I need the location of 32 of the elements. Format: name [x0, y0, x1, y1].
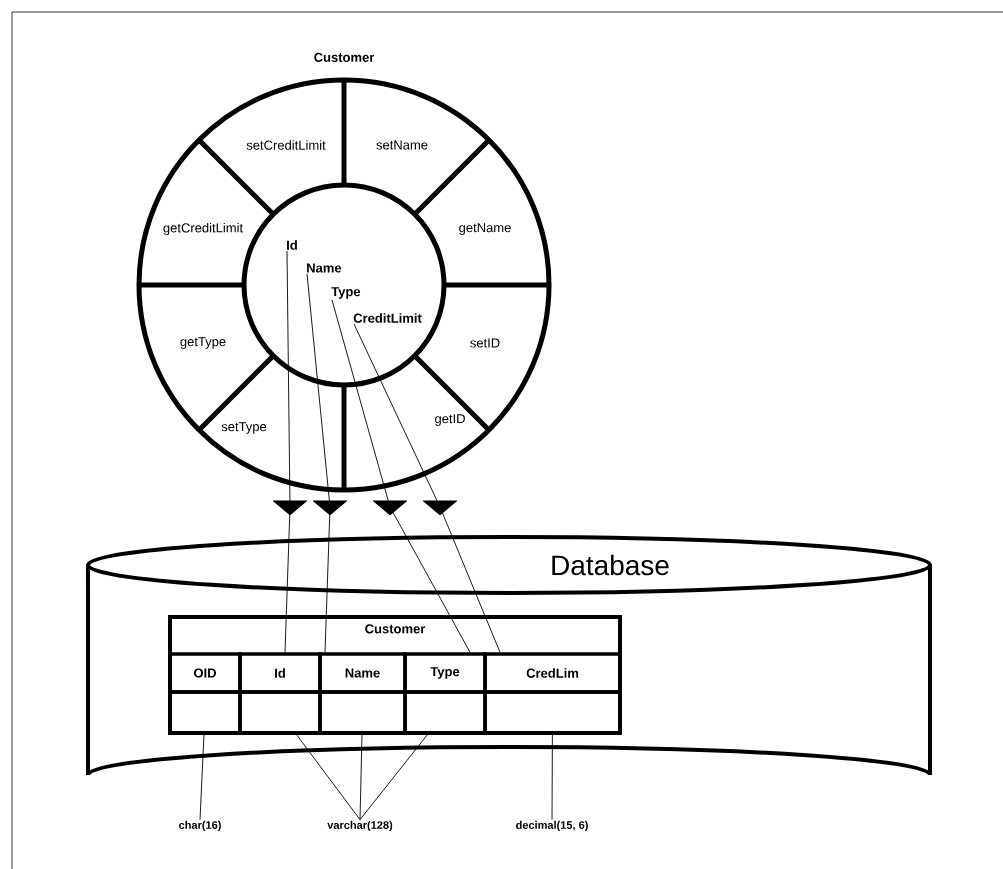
table-cell: Id: [238, 652, 322, 694]
method-label: setID: [470, 338, 500, 348]
attribute-label: Id: [287, 240, 297, 250]
method-label: setType: [221, 422, 267, 434]
method-label: getCreditLimit: [163, 222, 243, 236]
leader-line: [359, 734, 428, 821]
type-label: decimal(15, 6): [516, 820, 588, 832]
arrow: [272, 250, 308, 653]
leader-line: [296, 734, 361, 821]
method-label: setCreditLimit: [246, 140, 326, 150]
leader-line: [359, 734, 363, 821]
method-label: setName: [376, 140, 428, 150]
arrow: [331, 299, 471, 653]
method-label: getType: [180, 337, 226, 349]
leader-line: [199, 734, 205, 821]
table-cell: [483, 690, 622, 735]
attribute-label: CreditLimit: [353, 313, 422, 323]
leader-line: [551, 734, 553, 821]
arrow: [353, 323, 501, 653]
table-cell: Name: [318, 652, 407, 694]
attribute-circle: [241, 182, 447, 388]
node-label: Customer: [314, 52, 375, 62]
table-cell: OID: [168, 652, 242, 694]
attribute-label: Type: [331, 287, 361, 299]
method-label: getName: [459, 223, 511, 235]
type-label: char(16): [179, 820, 221, 832]
arrow: [306, 273, 348, 653]
table-cell: Type: [403, 652, 487, 694]
method-label: getID: [435, 414, 465, 426]
attribute-label: Name: [307, 263, 342, 273]
table-cell: CredLim: [483, 652, 622, 694]
type-label: varchar(128): [327, 820, 393, 832]
